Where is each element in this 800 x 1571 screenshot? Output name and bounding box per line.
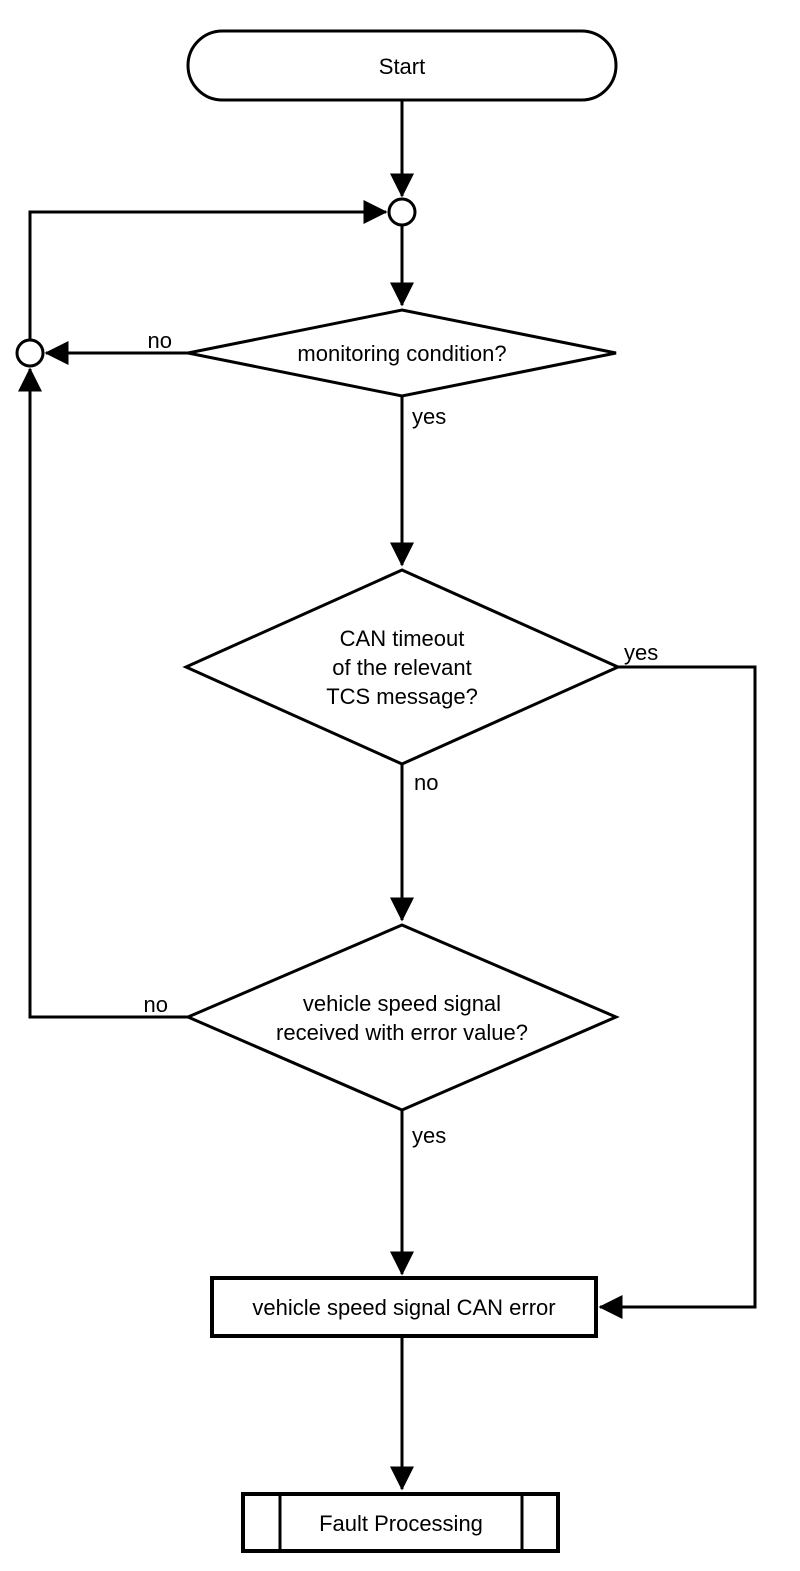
edge-label-speed-no: no [144, 992, 168, 1017]
decision-can-timeout-label-line3: TCS message? [326, 684, 478, 709]
edge-label-timeout-yes: yes [624, 640, 658, 665]
edge-label-monitoring-no: no [148, 328, 172, 353]
process-can-error-shape [210, 1276, 598, 1338]
decision-vehicle-speed-label-line2: received with error value? [276, 1020, 528, 1045]
decision-monitoring-shape [187, 308, 617, 398]
fault-processing-node: Fault Processing [241, 1492, 560, 1553]
process-can-error-label: vehicle speed signal CAN error [252, 1295, 555, 1320]
start-node: Start [186, 29, 618, 102]
edge-speed-no-loop [18, 367, 188, 1019]
decision-vehicle-speed-shape [184, 923, 620, 1112]
decision-monitoring-label: monitoring condition? [297, 341, 506, 366]
decision-can-timeout-shape [182, 568, 622, 766]
fault-processing-shape [241, 1492, 560, 1553]
edge-left-loop-to-top-junction [28, 200, 388, 340]
decision-vehicle-speed-node: vehicle speed signal received with error… [184, 923, 620, 1112]
decision-vehicle-speed-label-line1: vehicle speed signal [303, 991, 501, 1016]
edge-label-monitoring-yes: yes [412, 404, 446, 429]
decision-can-timeout-node: CAN timeout of the relevant TCS message? [182, 568, 622, 766]
left-junction-circle [15, 338, 45, 368]
decision-can-timeout-label-line2: of the relevant [332, 655, 471, 680]
decision-monitoring-node: monitoring condition? [187, 308, 617, 398]
start-label: Start [379, 54, 425, 79]
fault-processing-label: Fault Processing [319, 1511, 483, 1536]
decision-can-timeout-label-line1: CAN timeout [340, 626, 465, 651]
edge-label-timeout-no: no [414, 770, 438, 795]
start-shape [186, 29, 618, 102]
top-junction-circle [387, 197, 417, 227]
edge-timeout-yes [598, 665, 757, 1319]
edge-label-speed-yes: yes [412, 1123, 446, 1148]
process-can-error-node: vehicle speed signal CAN error [210, 1276, 598, 1338]
